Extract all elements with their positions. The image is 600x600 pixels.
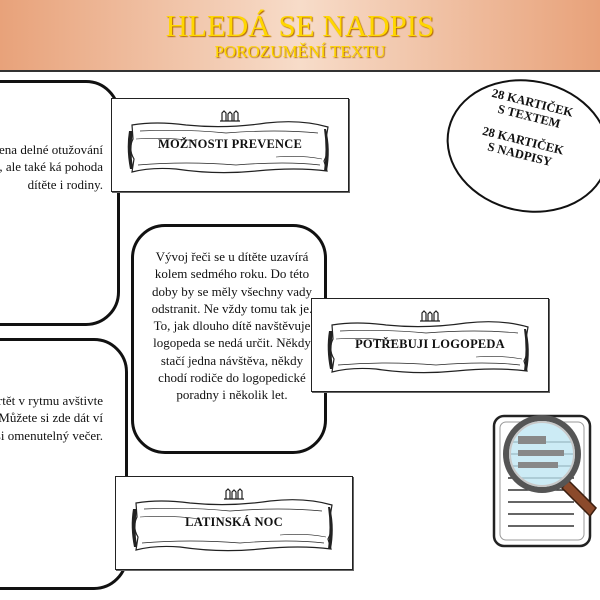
wooden-sign-icon xyxy=(327,310,529,374)
heading-card-prevention[interactable]: MOŽNOSTI PREVENCE xyxy=(111,98,349,192)
text-card-prevention[interactable]: důležitá je také adná hygiena delné otuž… xyxy=(0,80,120,326)
card-text: důležitá je také adná hygiena delné otuž… xyxy=(0,142,103,192)
heading-label: MOŽNOSTI PREVENCE xyxy=(157,137,303,151)
heading-card-speech-therapist[interactable]: POTŘEBUJI LOGOPEDA xyxy=(311,298,549,392)
page-title: HLEDÁ SE NADPIS xyxy=(165,8,435,43)
wooden-sign-icon xyxy=(131,488,333,552)
heading-label: LATINSKÁ NOC xyxy=(185,515,283,529)
text-card-latin-night[interactable]: e chcete každou zavrtět v rytmu avštivte… xyxy=(0,338,128,590)
header-banner: HLEDÁ SE NADPIS POROZUMĚNÍ TEXTU xyxy=(0,0,600,72)
heading-card-latin-night[interactable]: LATINSKÁ NOC xyxy=(115,476,353,570)
heading-label: POTŘEBUJI LOGOPEDA xyxy=(355,337,505,351)
magnifier-document-icon xyxy=(492,414,597,548)
wooden-sign-icon xyxy=(127,110,329,174)
text-card-speech-therapy[interactable]: Vývoj řeči se u dítěte uzavírá kolem sed… xyxy=(131,224,327,454)
page-subtitle: POROZUMĚNÍ TEXTU xyxy=(214,42,386,61)
card-text: e chcete každou zavrtět v rytmu avštivte… xyxy=(0,393,103,443)
card-text: Vývoj řeči se u dítěte uzavírá kolem sed… xyxy=(151,249,313,403)
